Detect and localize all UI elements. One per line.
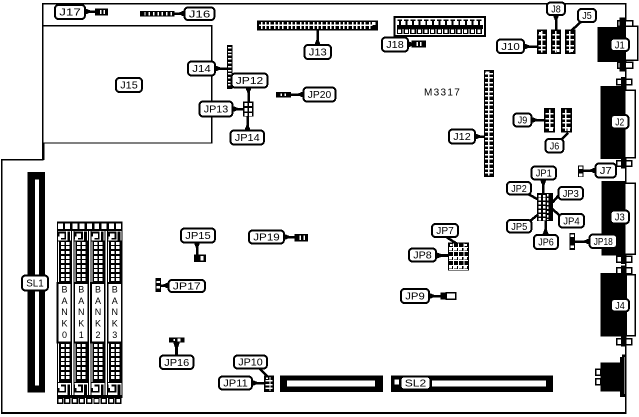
svg-text:N: N [78,307,85,317]
svg-text:J14: J14 [192,63,211,75]
svg-text:J12: J12 [453,131,471,143]
svg-text:J15: J15 [120,80,138,92]
svg-text:K: K [78,319,84,329]
svg-text:0: 0 [62,330,67,340]
svg-text:J18: J18 [386,39,404,51]
svg-text:B: B [95,285,101,295]
svg-text:JP10: JP10 [238,357,263,369]
svg-text:J10: J10 [501,41,520,53]
svg-text:JP1: JP1 [536,168,552,180]
svg-text:B: B [112,285,118,295]
svg-text:JP15: JP15 [185,230,211,242]
svg-text:SL2: SL2 [405,378,427,390]
svg-text:J6: J6 [550,140,560,152]
svg-text:A: A [95,296,101,306]
svg-text:N: N [95,307,102,317]
svg-text:A: A [61,296,67,306]
svg-text:JP8: JP8 [413,250,432,262]
svg-text:J9: J9 [518,115,528,127]
svg-text:J2: J2 [615,116,624,128]
svg-text:J8: J8 [551,3,561,15]
svg-text:A: A [78,296,84,306]
svg-text:JP16: JP16 [164,357,189,369]
svg-text:A: A [112,296,118,306]
svg-text:J4: J4 [615,300,625,312]
svg-text:JP13: JP13 [204,104,229,116]
svg-text:J3: J3 [615,212,625,224]
svg-text:JP4: JP4 [563,215,580,227]
svg-text:JP6: JP6 [538,237,554,249]
svg-text:M3317: M3317 [424,88,461,99]
svg-text:SL1: SL1 [26,278,44,290]
svg-text:B: B [61,285,67,295]
svg-text:JP19: JP19 [253,232,280,244]
svg-text:K: K [95,319,101,329]
svg-text:JP11: JP11 [223,378,248,390]
svg-text:J1: J1 [615,39,625,51]
svg-text:K: K [112,319,118,329]
svg-text:JP7: JP7 [436,225,454,237]
svg-text:K: K [61,319,67,329]
svg-text:JP14: JP14 [235,132,260,144]
svg-text:J13: J13 [309,47,327,59]
svg-text:J5: J5 [582,10,592,22]
svg-text:JP5: JP5 [511,221,527,233]
svg-text:J16: J16 [189,8,211,20]
svg-text:B: B [78,285,84,295]
svg-text:J17: J17 [59,7,81,19]
svg-text:3: 3 [112,330,117,340]
svg-text:JP18: JP18 [594,236,613,248]
svg-text:2: 2 [95,330,100,340]
svg-text:JP12: JP12 [236,75,264,87]
svg-text:1: 1 [79,330,84,340]
svg-text:JP9: JP9 [405,291,425,303]
svg-text:J7: J7 [600,165,612,177]
svg-text:JP2: JP2 [511,183,527,195]
svg-text:N: N [111,307,118,317]
svg-text:JP17: JP17 [173,281,201,293]
svg-text:JP3: JP3 [563,188,579,200]
svg-text:N: N [61,307,68,317]
svg-text:JP20: JP20 [308,89,332,101]
